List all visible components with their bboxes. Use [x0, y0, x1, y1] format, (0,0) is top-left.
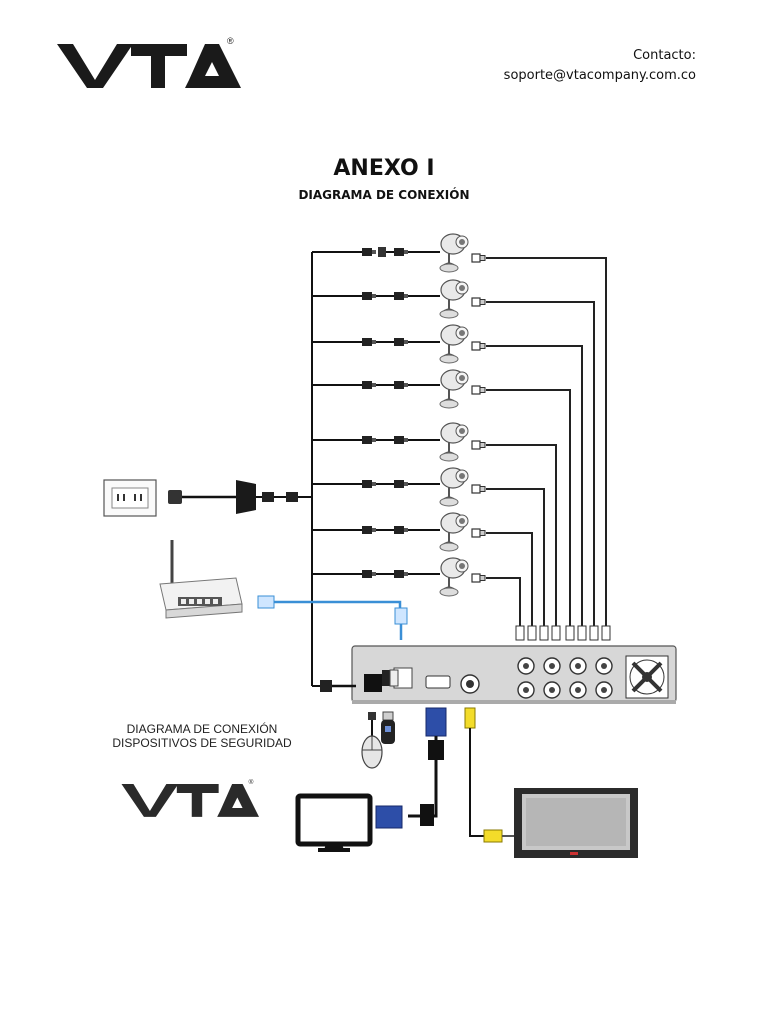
dvr-bnc-connectors [515, 625, 611, 641]
camera-row-2 [362, 279, 469, 319]
dvr-icon [351, 645, 677, 704]
power-bus [311, 251, 362, 687]
svg-text:®: ® [227, 36, 234, 46]
camera-row-8 [362, 557, 469, 597]
camera-row-5 [362, 422, 469, 462]
camera-row-4 [362, 369, 469, 409]
diagram-caption: DIAGRAMA DE CONEXIÓN DISPOSITIVOS DE SEG… [102, 722, 302, 750]
camera-row-6 [362, 467, 469, 507]
vta-logo: ® [57, 36, 241, 88]
contact-label: Contacto: [633, 48, 696, 63]
router-icon [159, 540, 243, 619]
camera-bnc-connectors [471, 253, 486, 583]
power-outlet-icon [103, 479, 157, 517]
camera-row-1 [362, 233, 469, 273]
vga-cable [375, 707, 447, 829]
usb-drive-icon [381, 711, 395, 744]
mouse-icon [361, 712, 383, 769]
caption-line-2: DISPOSITIVOS DE SEGURIDAD [112, 736, 292, 750]
contact-block: Contacto: soporte@vtacompany.com.co [504, 46, 696, 86]
network-cable [257, 595, 408, 666]
tv-icon [514, 788, 638, 858]
contact-email[interactable]: soporte@vtacompany.com.co [503, 68, 696, 83]
camera-row-7 [362, 512, 469, 552]
svg-text:®: ® [249, 778, 254, 786]
camera-row-3 [362, 324, 469, 364]
dvr-power-plug [320, 680, 356, 692]
page-title: ANEXO I [333, 156, 435, 181]
page-subtitle: DIAGRAMA DE CONEXIÓN [298, 188, 470, 202]
vta-footer-logo: ® [121, 778, 260, 817]
power-splitter-icon [168, 480, 312, 514]
video-cables [486, 257, 607, 628]
caption-line-1: DIAGRAMA DE CONEXIÓN [126, 722, 278, 736]
rca-cable [464, 707, 514, 843]
pc-monitor-icon [295, 793, 373, 852]
